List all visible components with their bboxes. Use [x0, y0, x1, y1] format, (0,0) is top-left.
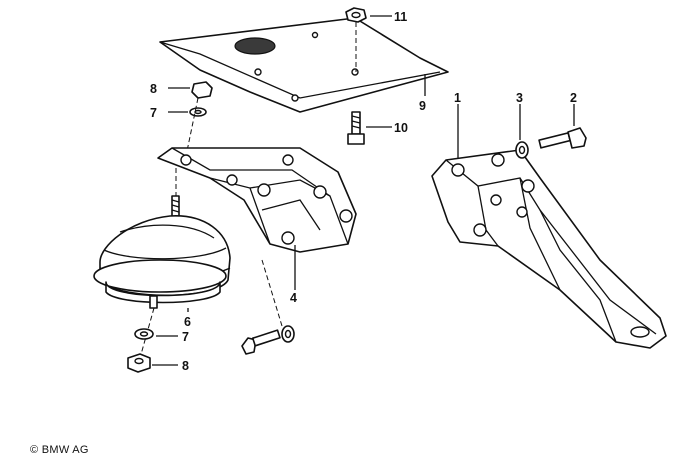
bolt-2 [538, 127, 587, 149]
callout-10: 10 [394, 121, 408, 135]
bolt-10 [347, 111, 365, 145]
callout-7-upper: 7 [150, 106, 157, 120]
rubber-engine-mount [93, 215, 231, 304]
callout-6: 6 [184, 315, 191, 329]
washer-lower [134, 328, 154, 340]
hex-nut-upper [191, 81, 213, 99]
callout-4: 4 [290, 291, 297, 305]
washer-3 [515, 141, 529, 159]
callout-11: 11 [394, 10, 407, 24]
heat-shield-plate [159, 17, 449, 113]
callout-2: 2 [570, 91, 577, 105]
bolt-lower [241, 325, 295, 355]
washer-upper [189, 107, 207, 117]
callout-8-lower: 8 [182, 359, 189, 373]
hex-nut-top [345, 7, 367, 23]
callout-8-upper: 8 [150, 82, 157, 96]
callout-9: 9 [419, 99, 426, 113]
copyright-notice: © BMW AG [30, 444, 89, 456]
support-arm-bracket [431, 149, 667, 349]
engine-mount-bracket [157, 147, 357, 253]
callout-1: 1 [454, 91, 461, 105]
hex-nut-lower [127, 353, 151, 373]
callout-3: 3 [516, 91, 523, 105]
callout-7-lower: 7 [182, 330, 189, 344]
